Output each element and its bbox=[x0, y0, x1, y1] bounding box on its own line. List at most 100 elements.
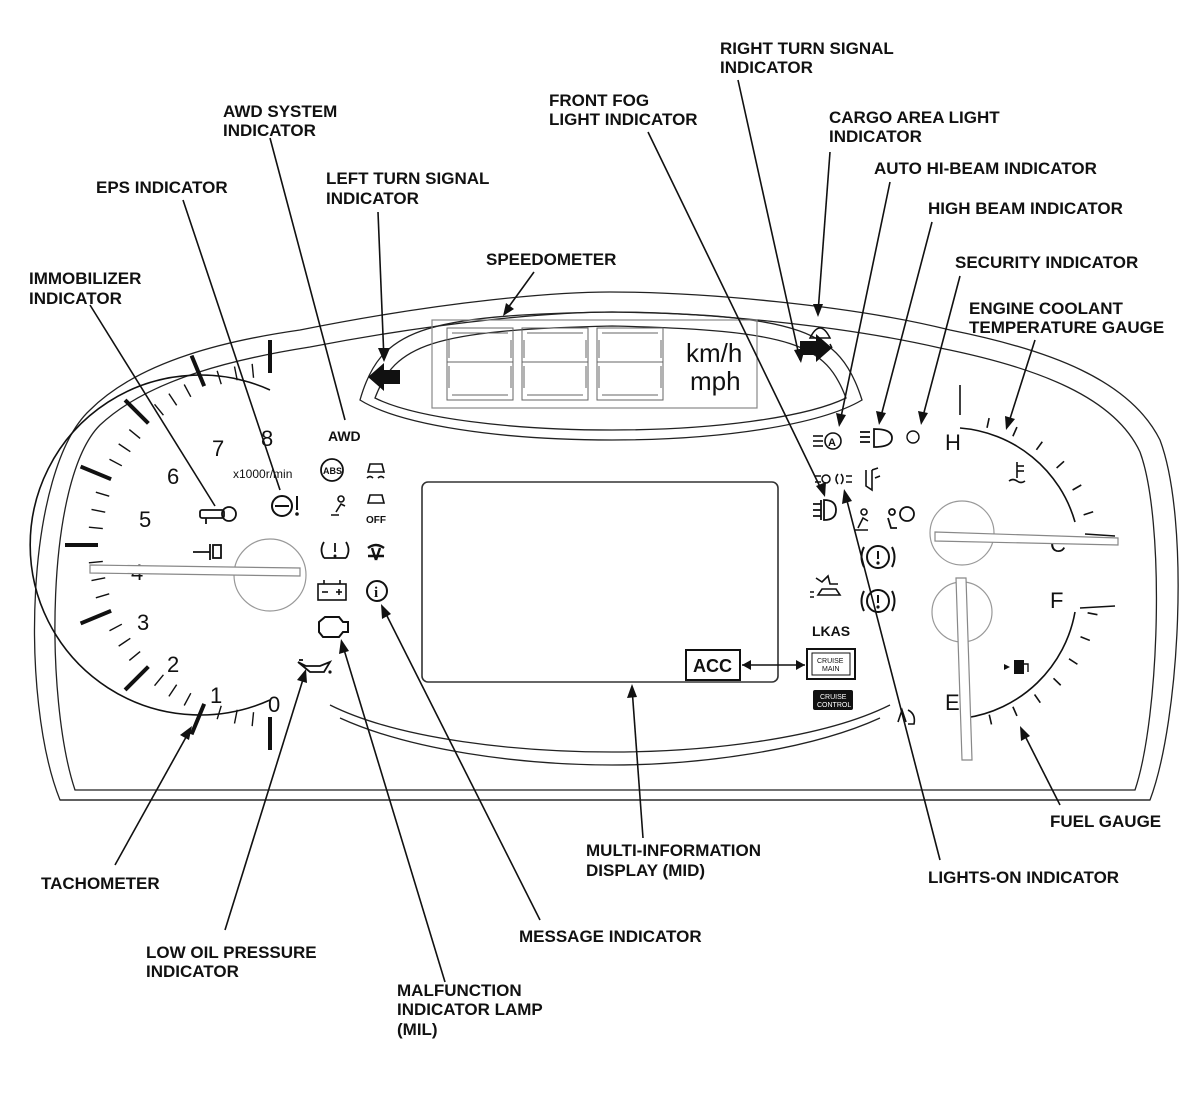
svg-text:RIGHT TURN SIGNAL: RIGHT TURN SIGNAL bbox=[720, 39, 894, 58]
tach-tick bbox=[123, 398, 150, 425]
seatbelt-icon bbox=[331, 495, 346, 516]
callout-low-oil-pressure: LOW OIL PRESSURE INDICATOR bbox=[146, 943, 317, 981]
high-beam-icon bbox=[860, 428, 893, 448]
tach-tick bbox=[91, 508, 106, 513]
immobilizer-icon bbox=[193, 544, 222, 560]
callout-immobilizer: IMMOBILIZER INDICATOR bbox=[29, 269, 141, 308]
svg-text:INDICATOR: INDICATOR bbox=[326, 189, 419, 208]
svg-text:MESSAGE INDICATOR: MESSAGE INDICATOR bbox=[519, 927, 702, 946]
svg-text:TACHOMETER: TACHOMETER bbox=[41, 874, 160, 893]
tach-tick bbox=[251, 363, 255, 378]
svg-text:ENGINE COOLANT: ENGINE COOLANT bbox=[969, 299, 1124, 318]
temp-needle bbox=[934, 531, 1119, 546]
tach-tick bbox=[168, 684, 178, 697]
lights-on-icon bbox=[815, 473, 852, 485]
tach-tick bbox=[79, 608, 112, 626]
arrow-right-icon bbox=[800, 334, 832, 362]
tach-tick bbox=[251, 712, 255, 727]
callout-auto-hi-beam: AUTO HI-BEAM INDICATOR bbox=[874, 159, 1097, 178]
tach-tick bbox=[153, 674, 164, 687]
svg-text:MALFUNCTION: MALFUNCTION bbox=[397, 981, 522, 1000]
battery-icon bbox=[317, 580, 347, 601]
svg-text:LOW OIL PRESSURE: LOW OIL PRESSURE bbox=[146, 943, 317, 962]
svg-text:ABS: ABS bbox=[323, 466, 342, 476]
fuel-tick bbox=[1012, 706, 1018, 717]
fuel-empty-label: E bbox=[945, 690, 960, 715]
callout-engine-coolant: ENGINE COOLANT TEMPERATURE GAUGE bbox=[969, 299, 1164, 337]
fuel-needle bbox=[955, 577, 973, 761]
awd-label: AWD bbox=[328, 428, 361, 444]
svg-text:INDICATOR LAMP: INDICATOR LAMP bbox=[397, 1000, 543, 1019]
tach-tick bbox=[88, 526, 103, 530]
steering-wheel-warning-icon bbox=[271, 495, 298, 517]
fuel-tick bbox=[988, 714, 993, 725]
lane-keep-icon bbox=[367, 543, 385, 561]
speed-unit-kmh: km/h bbox=[686, 338, 742, 368]
tach-tick bbox=[95, 593, 110, 599]
svg-text:INDICATOR: INDICATOR bbox=[720, 58, 813, 77]
svg-text:AUTO HI-BEAM INDICATOR: AUTO HI-BEAM INDICATOR bbox=[874, 159, 1097, 178]
tach-tick bbox=[216, 370, 222, 385]
svg-text:HIGH BEAM INDICATOR: HIGH BEAM INDICATOR bbox=[928, 199, 1123, 218]
tach-tick bbox=[79, 464, 112, 482]
svg-text:IMMOBILIZER: IMMOBILIZER bbox=[29, 269, 141, 288]
svg-text:CRUISE: CRUISE bbox=[820, 694, 847, 701]
acc-label: ACC bbox=[693, 656, 732, 676]
airbag-icon bbox=[887, 506, 915, 529]
svg-text:LEFT TURN SIGNAL: LEFT TURN SIGNAL bbox=[326, 169, 489, 188]
cluster-housing bbox=[33, 291, 1179, 801]
callout-message: MESSAGE INDICATOR bbox=[519, 927, 702, 946]
abs-icon: ABS bbox=[320, 458, 344, 482]
fuel-tick bbox=[1052, 677, 1062, 686]
lkas-label: LKAS bbox=[812, 623, 850, 639]
svg-text:INDICATOR: INDICATOR bbox=[29, 289, 122, 308]
collision-warning-icon bbox=[810, 574, 842, 598]
auto-high-beam-icon bbox=[813, 432, 842, 450]
tach-tick bbox=[233, 709, 238, 724]
callout-mid: MULTI-INFORMATION DISPLAY (MID) bbox=[586, 841, 761, 880]
tach-number: 5 bbox=[139, 507, 151, 532]
tach-tick bbox=[216, 705, 222, 720]
temp-tick bbox=[1083, 510, 1094, 516]
svg-text:CARGO AREA LIGHT: CARGO AREA LIGHT bbox=[829, 108, 1000, 127]
tach-number: 2 bbox=[167, 652, 179, 677]
fuel-tick bbox=[1033, 694, 1041, 704]
svg-text:INDICATOR: INDICATOR bbox=[146, 962, 239, 981]
coolant-temperature-gauge: H C bbox=[945, 385, 1116, 557]
svg-text:EPS INDICATOR: EPS INDICATOR bbox=[96, 178, 228, 197]
tach-number: 3 bbox=[137, 610, 149, 635]
fuel-pump-icon bbox=[1004, 660, 1029, 674]
callout-high-beam: HIGH BEAM INDICATOR bbox=[928, 199, 1123, 218]
tach-unit: x1000r/min bbox=[233, 467, 292, 481]
svg-text:(MIL): (MIL) bbox=[397, 1020, 438, 1039]
tach-tick bbox=[118, 637, 131, 647]
svg-text:INDICATOR: INDICATOR bbox=[223, 121, 316, 140]
callout-speedometer: SPEEDOMETER bbox=[486, 250, 616, 269]
tach-tick bbox=[128, 428, 141, 439]
tach-tick bbox=[189, 703, 207, 736]
tach-tick bbox=[109, 623, 123, 632]
svg-text:LIGHT INDICATOR: LIGHT INDICATOR bbox=[549, 110, 698, 129]
svg-text:CRUISE: CRUISE bbox=[817, 658, 844, 665]
arrow-left-icon bbox=[368, 363, 400, 391]
callout-front-fog: FRONT FOG LIGHT INDICATOR bbox=[549, 91, 698, 129]
door-open-icon bbox=[865, 467, 881, 492]
tach-tick bbox=[183, 384, 192, 398]
parking-brake-icon bbox=[860, 589, 896, 613]
temp-tick bbox=[986, 417, 990, 429]
speedometer-display: km/h mph bbox=[431, 319, 758, 409]
callout-awd-system: AWD SYSTEM INDICATOR bbox=[223, 102, 337, 140]
svg-text:SPEEDOMETER: SPEEDOMETER bbox=[486, 250, 616, 269]
brake-icon bbox=[860, 545, 896, 569]
svg-text:AWD SYSTEM: AWD SYSTEM bbox=[223, 102, 337, 121]
skid-car-icon bbox=[366, 463, 386, 479]
callout-security: SECURITY INDICATOR bbox=[955, 253, 1138, 272]
callout-tachometer: TACHOMETER bbox=[41, 874, 160, 893]
callout-cargo-light: CARGO AREA LIGHT INDICATOR bbox=[829, 108, 1000, 146]
svg-text:MAIN: MAIN bbox=[822, 666, 840, 673]
callout-eps: EPS INDICATOR bbox=[96, 178, 228, 197]
fuel-tick bbox=[1080, 635, 1091, 642]
tach-tick bbox=[153, 403, 164, 416]
info-icon: i bbox=[366, 580, 388, 602]
svg-text:CONTROL: CONTROL bbox=[817, 702, 851, 709]
